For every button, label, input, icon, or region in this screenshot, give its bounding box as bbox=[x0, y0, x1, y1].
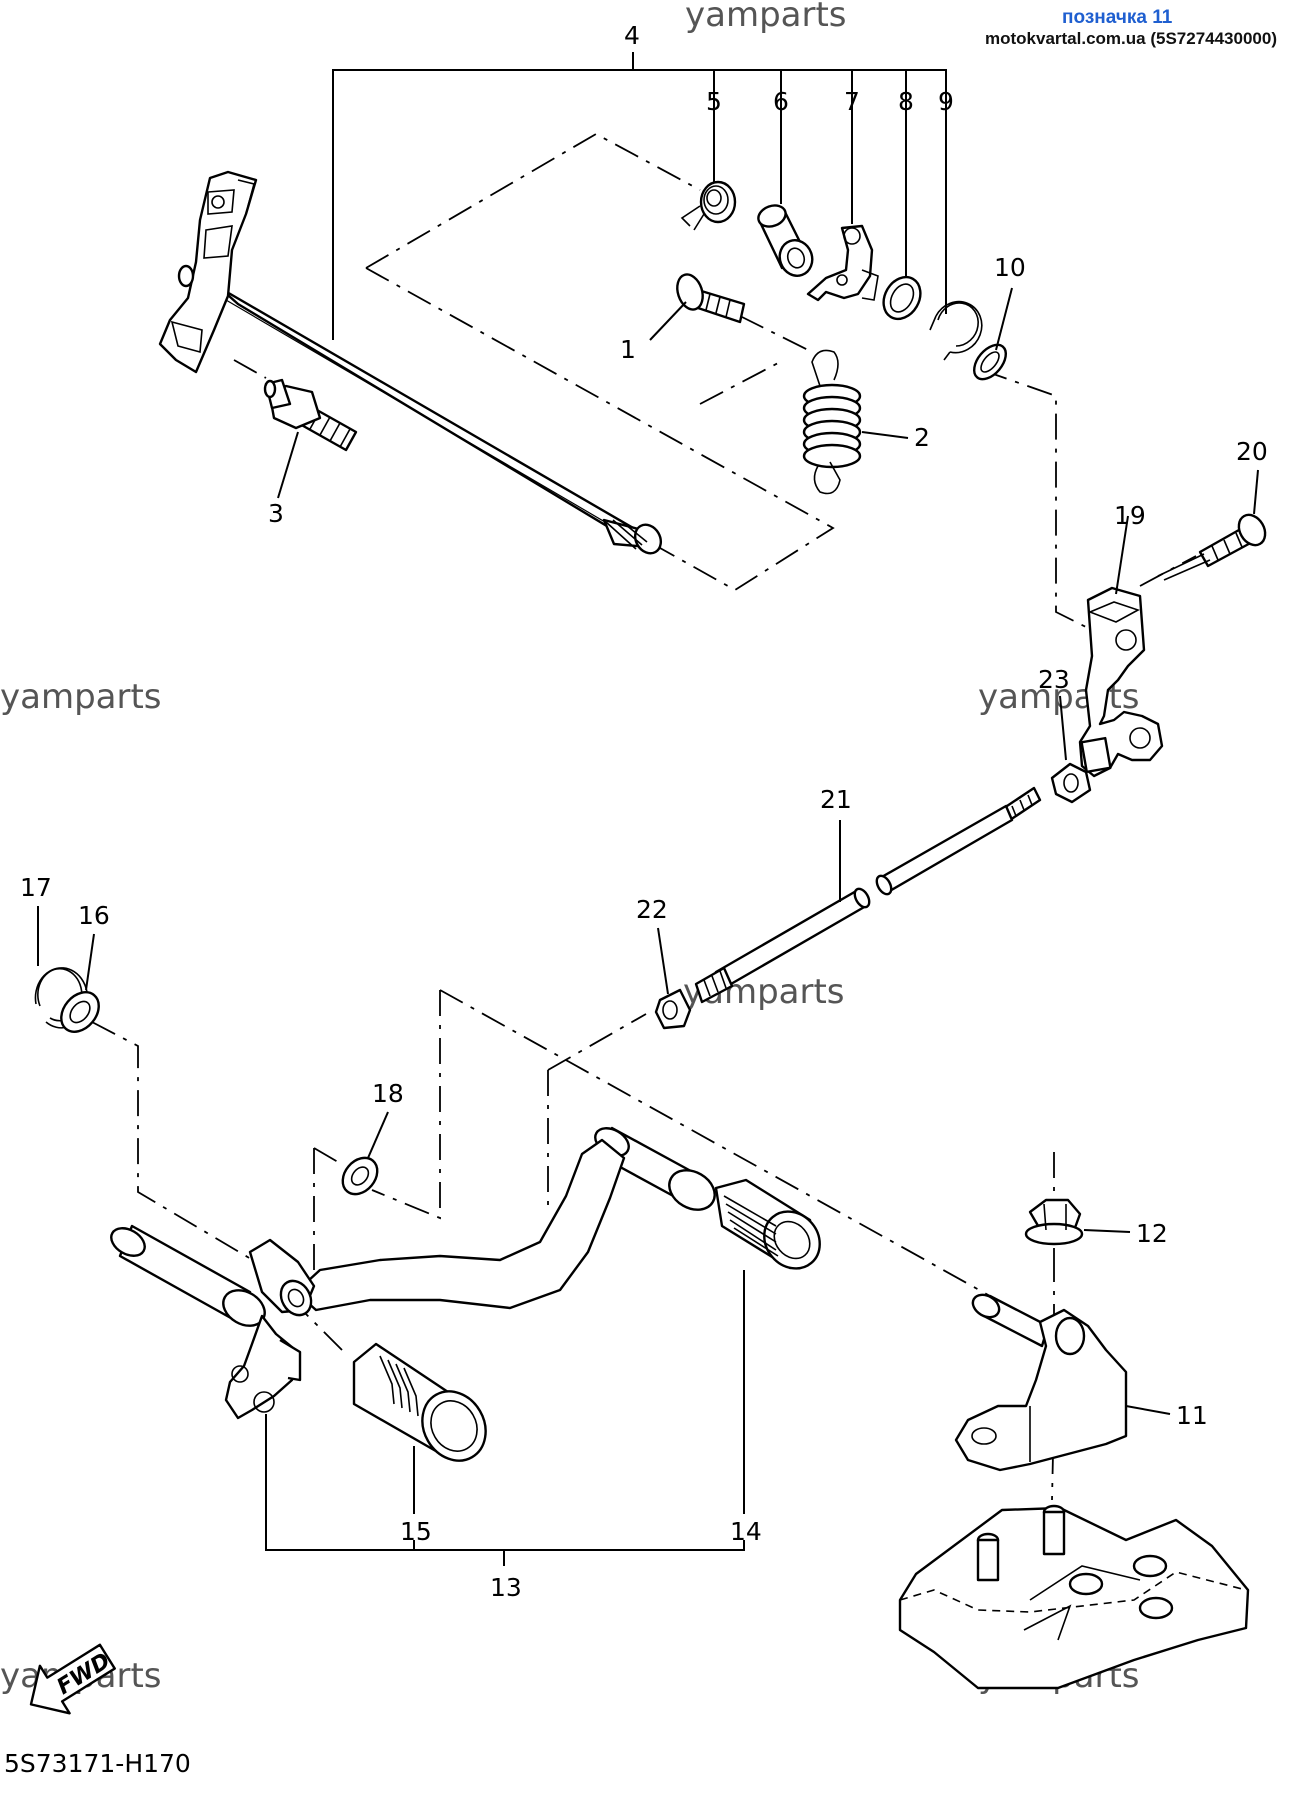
callout-labels: 4 5 6 7 8 9 10 1 2 3 20 19 23 21 22 17 1… bbox=[20, 21, 1268, 1602]
part-3-bolt bbox=[263, 378, 358, 452]
part-12-flange-bolt bbox=[1024, 1198, 1084, 1246]
part-7-shift-lever bbox=[806, 224, 879, 302]
callout-3: 3 bbox=[268, 499, 284, 528]
callout-1: 1 bbox=[620, 335, 636, 364]
part-15-heel-rubber bbox=[352, 1342, 487, 1462]
part-18-washer bbox=[341, 1156, 379, 1196]
bracket-group-4 bbox=[332, 52, 947, 340]
part-21-shift-rod bbox=[694, 786, 1042, 1004]
part-6-collar bbox=[757, 204, 814, 277]
part-19-shift-arm bbox=[1078, 586, 1164, 778]
callout-14: 14 bbox=[730, 1517, 762, 1546]
callout-8: 8 bbox=[898, 87, 914, 116]
callout-4: 4 bbox=[624, 21, 640, 50]
tag-title: позначка 11 bbox=[1062, 7, 1173, 28]
callout-20: 20 bbox=[1236, 437, 1268, 466]
part-16-washer bbox=[60, 991, 100, 1033]
frame-footboard-mount bbox=[898, 1504, 1250, 1690]
callout-15: 15 bbox=[400, 1517, 432, 1546]
assembly-lines-upper bbox=[233, 132, 1093, 631]
callout-23: 23 bbox=[1038, 665, 1070, 694]
watermark: yamparts bbox=[685, 0, 847, 35]
callout-12: 12 bbox=[1136, 1219, 1168, 1248]
tag-source: motokvartal.com.ua (5S7274430000) bbox=[985, 29, 1277, 48]
part-10-washer bbox=[972, 343, 1008, 381]
callout-7: 7 bbox=[844, 87, 860, 116]
part-23-nut bbox=[1050, 762, 1092, 804]
callout-17: 17 bbox=[20, 873, 52, 902]
callout-5: 5 bbox=[706, 87, 722, 116]
part-5-torsion-spring bbox=[680, 180, 737, 231]
callout-21: 21 bbox=[820, 785, 852, 814]
callout-22: 22 bbox=[636, 895, 668, 924]
shift-shaft bbox=[158, 170, 663, 555]
callout-9: 9 bbox=[938, 87, 954, 116]
diagram-code: 5S73171-H170 bbox=[4, 1749, 191, 1778]
part-20-bolt bbox=[1157, 513, 1267, 581]
callout-6: 6 bbox=[773, 87, 789, 116]
callout-11: 11 bbox=[1176, 1401, 1208, 1430]
callout-19: 19 bbox=[1114, 501, 1146, 530]
part-1-pin-bolt bbox=[676, 273, 746, 324]
part-22-nut bbox=[654, 988, 692, 1030]
watermark: yamparts bbox=[0, 677, 162, 717]
callout-10: 10 bbox=[994, 253, 1026, 282]
part-8-washer bbox=[882, 275, 922, 321]
callout-18: 18 bbox=[372, 1079, 404, 1108]
callout-16: 16 bbox=[78, 901, 110, 930]
callout-2: 2 bbox=[914, 423, 930, 452]
part-11-pedal-bracket bbox=[954, 1293, 1128, 1472]
part-9-circlip bbox=[929, 300, 983, 361]
part-14-toe-rubber bbox=[714, 1178, 821, 1270]
callout-13: 13 bbox=[490, 1573, 522, 1602]
part-2-extension-spring bbox=[802, 349, 862, 495]
bracket-group-13 bbox=[265, 1414, 745, 1566]
shift-pedal-arm bbox=[110, 1126, 716, 1420]
